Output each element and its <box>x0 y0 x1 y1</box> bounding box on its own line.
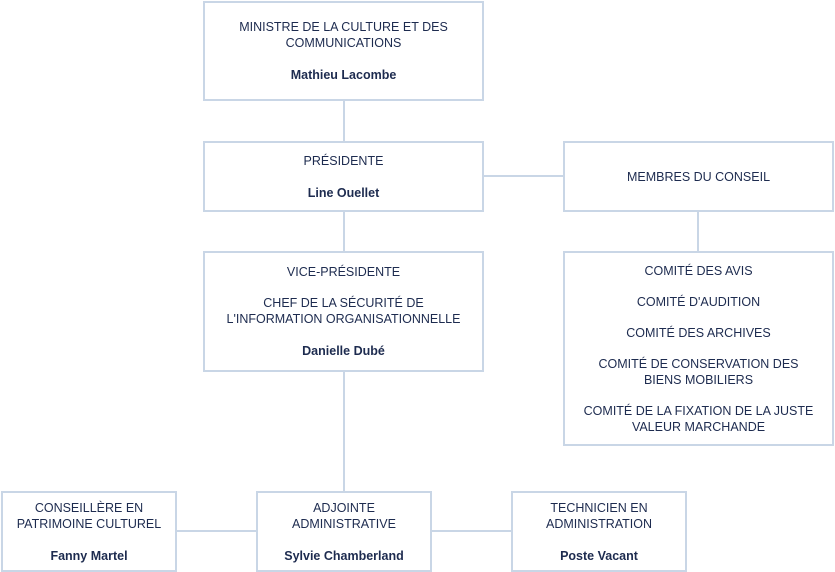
node-vice-title: VICE-PRÉSIDENTE <box>286 265 401 279</box>
comite-item: COMITÉ DES AVIS <box>644 263 753 278</box>
node-technicien-title: TECHNICIEN EN ADMINISTRATION <box>545 500 653 531</box>
node-vice-name: Danielle Dubé <box>302 344 385 358</box>
connector-vice-adjointe <box>343 371 345 491</box>
node-conseillere: CONSEILLÈRE EN PATRIMOINE CULTUREL Fanny… <box>1 491 177 572</box>
node-conseillere-title: CONSEILLÈRE EN PATRIMOINE CULTUREL <box>16 500 162 531</box>
connector-presidente-vice <box>343 211 345 251</box>
connector-membres-comites <box>697 211 699 251</box>
comite-item: COMITÉ DE LA FIXATION DE LA JUSTE VALEUR… <box>583 403 814 434</box>
node-presidente-title: PRÉSIDENTE <box>303 153 384 168</box>
comite-item: COMITÉ D'AUDITION <box>636 294 761 309</box>
connector-presidente-membres <box>484 175 563 177</box>
comite-item: COMITÉ DES ARCHIVES <box>626 325 771 340</box>
node-presidente-name: Line Ouellet <box>307 185 380 200</box>
node-technicien: TECHNICIEN EN ADMINISTRATION Poste Vacan… <box>511 491 687 572</box>
node-ministre-title: MINISTRE DE LA CULTURE ET DES COMMUNICAT… <box>239 20 448 50</box>
node-adjointe-title: ADJOINTE ADMINISTRATIVE <box>292 500 396 531</box>
node-vice-presidente: VICE-PRÉSIDENTE CHEF DE LA SÉCURITÉ DE L… <box>203 251 484 372</box>
node-technicien-name: Poste Vacant <box>560 548 638 563</box>
node-membres-du-conseil: MEMBRES DU CONSEIL <box>563 141 834 212</box>
node-conseillere-name: Fanny Martel <box>50 548 128 563</box>
node-presidente: PRÉSIDENTE Line Ouellet <box>203 141 484 212</box>
connector-adjointe-technicien <box>431 530 511 532</box>
node-ministre: MINISTRE DE LA CULTURE ET DES COMMUNICAT… <box>203 1 484 101</box>
node-adjointe-name: Sylvie Chamberland <box>284 548 404 563</box>
comite-item: COMITÉ DE CONSERVATION DES BIENS MOBILIE… <box>598 356 799 387</box>
node-ministre-name: Mathieu Lacombe <box>290 68 397 82</box>
connector-ministre-presidente <box>343 101 345 141</box>
node-comites: COMITÉ DES AVIS COMITÉ D'AUDITION COMITÉ… <box>563 251 834 446</box>
connector-conseillere-adjointe <box>176 530 256 532</box>
node-membres-title: MEMBRES DU CONSEIL <box>626 169 771 184</box>
node-adjointe: ADJOINTE ADMINISTRATIVE Sylvie Chamberla… <box>256 491 432 572</box>
node-vice-subtitle: CHEF DE LA SÉCURITÉ DE L'INFORMATION ORG… <box>226 296 461 326</box>
